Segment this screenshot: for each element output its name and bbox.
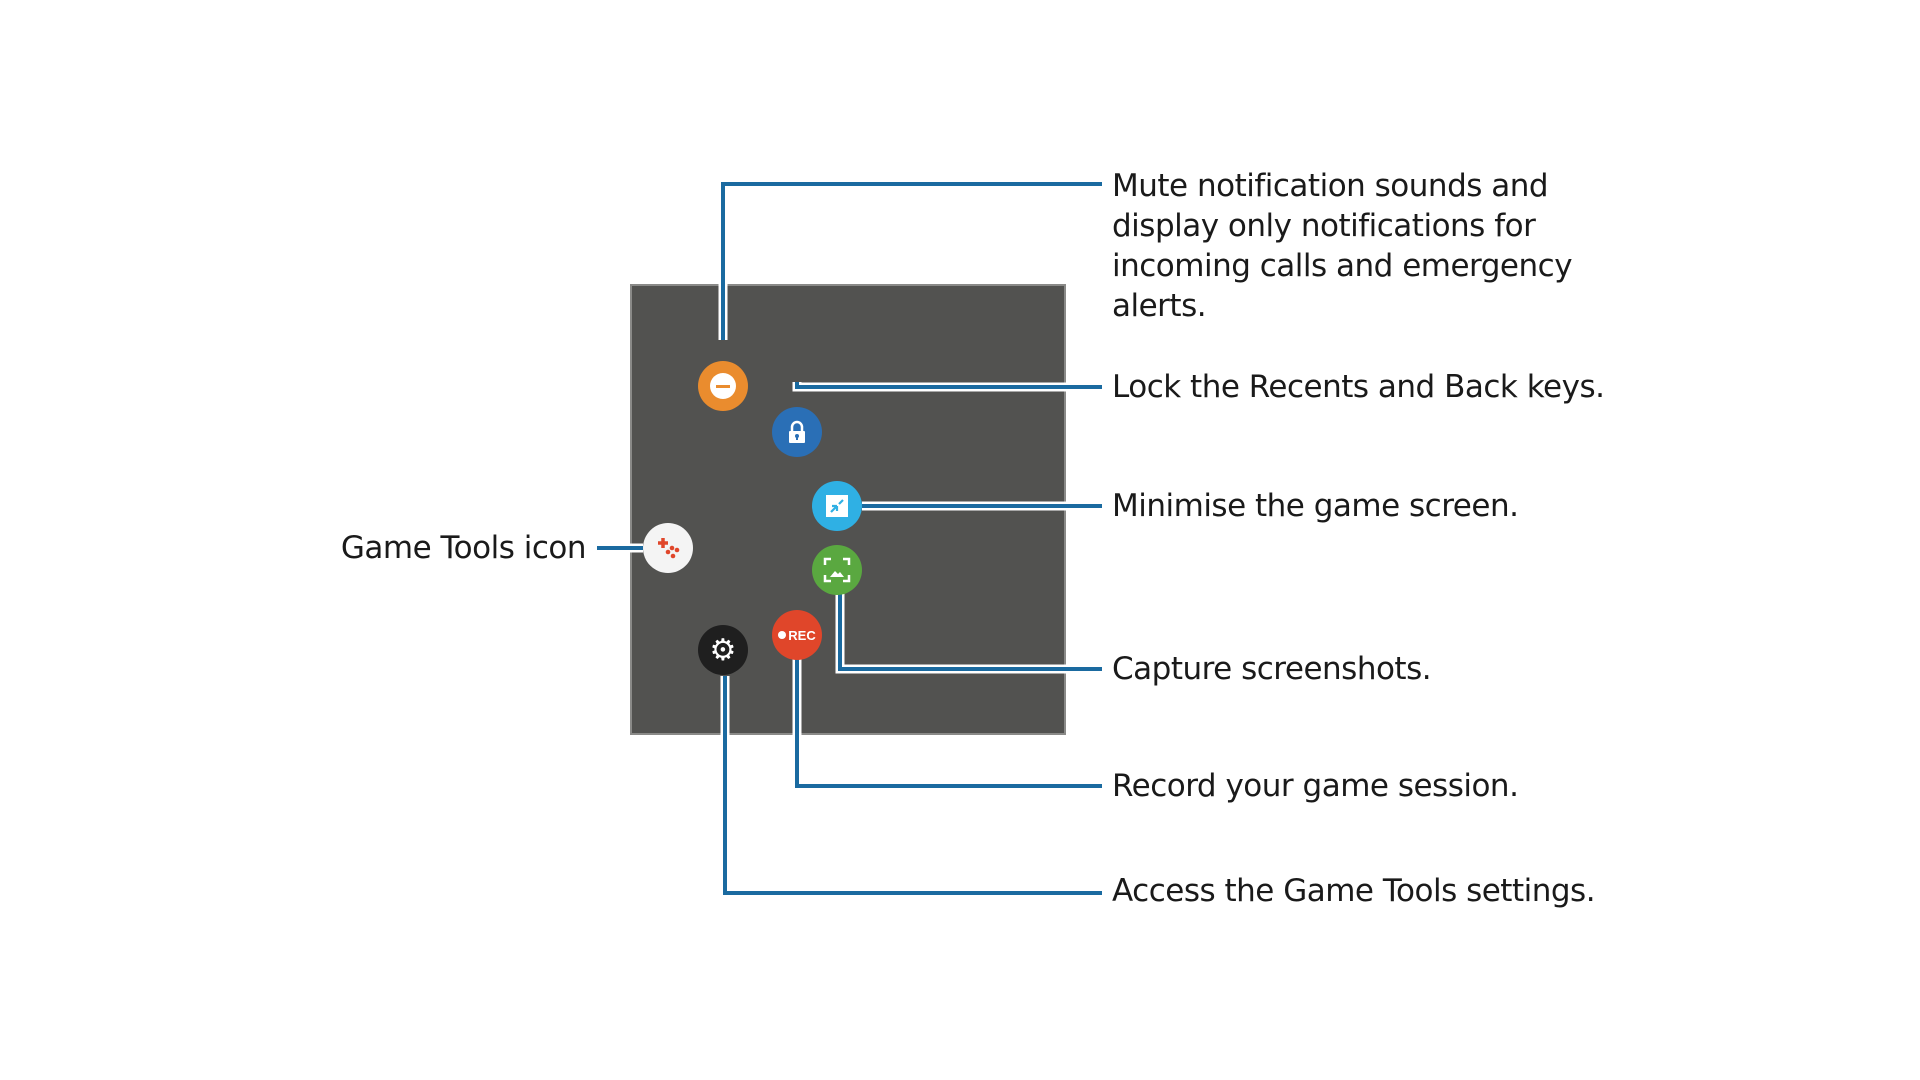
- leader-line-mute: [721, 182, 1102, 340]
- gamepad-icon: [658, 538, 680, 559]
- settings-button[interactable]: ⚙: [698, 625, 748, 675]
- record-description: Record your game session.: [1112, 768, 1519, 804]
- screenshot-icon: [823, 557, 851, 583]
- leader-line-capture: [838, 572, 1102, 671]
- gear-icon: ⚙: [709, 632, 737, 668]
- lock-icon: [789, 420, 805, 443]
- screenshot-button[interactable]: [812, 545, 862, 595]
- game-tools-button[interactable]: [643, 523, 693, 573]
- do-not-disturb-icon: [710, 373, 736, 399]
- record-button[interactable]: REC: [772, 610, 822, 660]
- leader-line-record: [795, 636, 1102, 788]
- capture-description: Capture screenshots.: [1112, 651, 1432, 687]
- settings-description: Access the Game Tools settings.: [1112, 873, 1596, 909]
- leader-line-lock: [795, 382, 1102, 389]
- mute-button[interactable]: [698, 361, 748, 411]
- lock-description: Lock the Recents and Back keys.: [1112, 369, 1605, 405]
- minimise-button[interactable]: [812, 481, 862, 531]
- leader-line-settings: [723, 676, 1102, 895]
- minimise-icon: [826, 495, 848, 517]
- minimise-description: Minimise the game screen.: [1112, 488, 1519, 524]
- lock-keys-button[interactable]: [772, 407, 822, 457]
- record-label: REC: [788, 627, 816, 643]
- game-tools-icon-label: Game Tools icon: [340, 530, 587, 566]
- record-dot-icon: [778, 631, 787, 639]
- mute-description: Mute notification sounds and display onl…: [1112, 168, 1573, 324]
